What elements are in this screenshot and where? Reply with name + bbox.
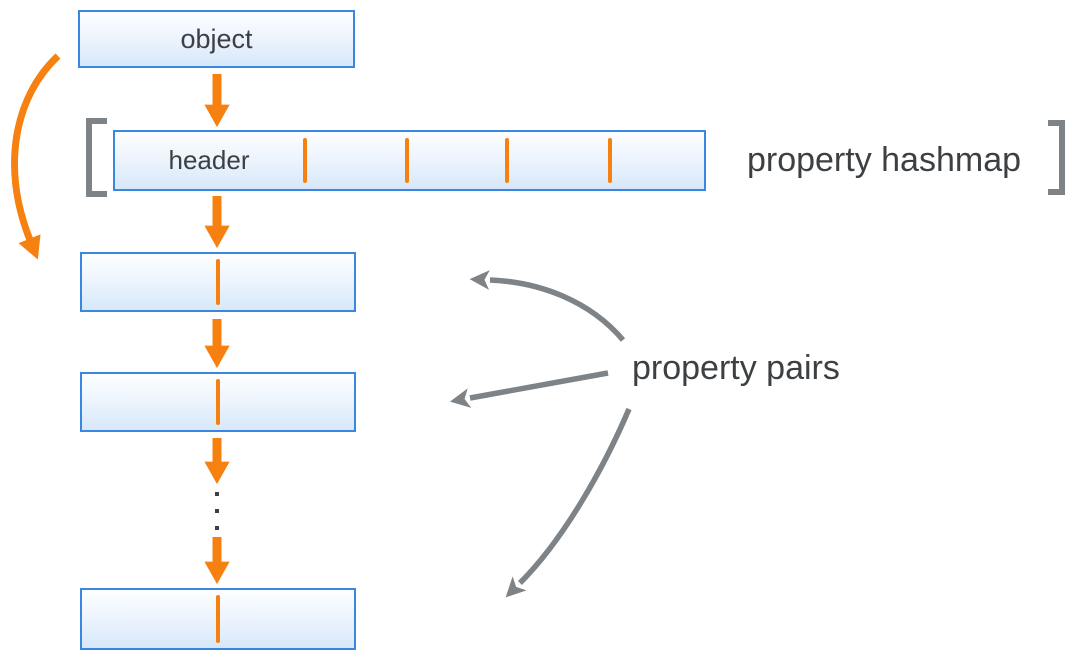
- gray-arrow-to-pair1: [469, 270, 626, 342]
- continuation-dots: [215, 492, 219, 530]
- hashmap-slot-divider: [303, 138, 307, 183]
- pair-divider: [216, 259, 220, 305]
- pair-divider: [216, 379, 220, 425]
- dot: [215, 492, 219, 496]
- gray-arrow-to-pair3: [505, 407, 632, 598]
- hashmap-slot-divider: [505, 138, 509, 183]
- pair-divider: [216, 595, 220, 643]
- property-pair-box-1: [80, 252, 356, 312]
- dot: [215, 509, 219, 513]
- hashmap-slot-divider: [405, 138, 409, 183]
- hashmap-slot-divider: [608, 138, 612, 183]
- header-box-label: header: [168, 145, 250, 175]
- property-pairs-label: property pairs: [632, 349, 840, 387]
- property-hashmap-label: property hashmap: [746, 141, 1022, 179]
- curved-arrow-object-to-pair1: [11, 53, 61, 260]
- hashmap-bracket-left: [86, 118, 107, 197]
- object-box: object: [78, 10, 355, 68]
- hashmap-bracket-right: [1048, 120, 1065, 195]
- property-pair-box-3: [80, 588, 356, 650]
- gray-arrow-to-pair2: [449, 370, 609, 408]
- dot: [215, 526, 219, 530]
- hashmap-header-box: header: [113, 130, 706, 191]
- object-box-label: object: [180, 23, 253, 54]
- property-pair-box-2: [80, 372, 356, 432]
